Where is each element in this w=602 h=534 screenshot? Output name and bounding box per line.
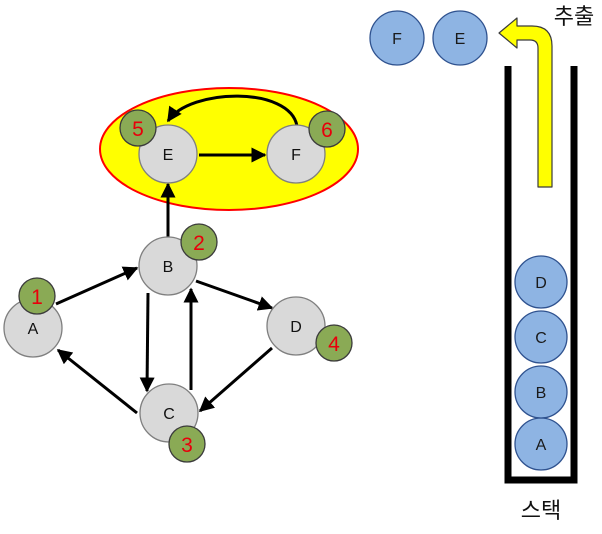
- edge-c-to-a: [56, 348, 138, 415]
- node-a: A 1: [3, 277, 63, 358]
- node-c-order-badge: [168, 425, 206, 463]
- node-c-order-label: 3: [181, 434, 193, 457]
- edge-b-to-c: [139, 292, 155, 393]
- edge-d-to-c: [198, 346, 273, 413]
- edge-b-to-d: [195, 279, 274, 311]
- node-d-label: D: [290, 319, 302, 336]
- stack-item-4-label: D: [535, 275, 547, 292]
- node-d-order-badge: [315, 324, 353, 362]
- node-a-order-label: 1: [31, 286, 43, 309]
- extracted-item-1-circle: [369, 10, 425, 66]
- stack-items: A B C D: [514, 255, 568, 471]
- stack-item-4-circle: [514, 255, 568, 309]
- node-b-label: B: [163, 259, 174, 276]
- extract-caption: 추출: [554, 5, 594, 30]
- node-e: E 5: [119, 109, 198, 184]
- extracted-item-2-circle: [432, 10, 488, 66]
- node-d-order-label: 4: [328, 333, 340, 356]
- node-e-circle: [138, 124, 198, 184]
- node-b-order-badge: [180, 223, 218, 261]
- edge-f-to-e: [166, 94, 299, 127]
- node-d: D 4: [266, 296, 353, 362]
- node-b: B 2: [138, 223, 218, 296]
- stack-item-3-circle: [514, 310, 568, 364]
- stack-item-1-label: A: [536, 437, 547, 454]
- node-d-circle: [266, 296, 326, 356]
- extracted-item-2-label: E: [455, 31, 466, 48]
- stack-item-2-circle: [514, 365, 568, 419]
- node-e-order-label: 5: [132, 118, 144, 141]
- node-e-order-badge: [119, 109, 157, 147]
- node-f-order-badge: [308, 110, 346, 148]
- extracted-items: F E: [369, 10, 488, 66]
- edges: [55, 94, 299, 415]
- node-b-order-label: 2: [193, 232, 205, 255]
- extracted-item-1-label: F: [392, 31, 402, 48]
- node-f-circle: [266, 124, 326, 184]
- stack-container: [504, 66, 578, 484]
- node-e-label: E: [163, 147, 174, 164]
- stack-item-3-label: C: [535, 330, 547, 347]
- stack-item-2-label: B: [536, 385, 547, 402]
- edge-a-to-b: [55, 266, 139, 306]
- node-a-order-badge: [18, 277, 56, 315]
- node-b-circle: [138, 236, 198, 296]
- stack-caption: 스택: [521, 499, 561, 524]
- node-f-order-label: 6: [321, 119, 333, 142]
- node-c-label: C: [163, 406, 175, 423]
- node-f: F 6: [266, 110, 346, 184]
- node-f-label: F: [291, 147, 301, 164]
- node-a-label: A: [28, 321, 39, 338]
- extraction-arrow: [498, 17, 553, 188]
- node-c: C 3: [139, 383, 206, 463]
